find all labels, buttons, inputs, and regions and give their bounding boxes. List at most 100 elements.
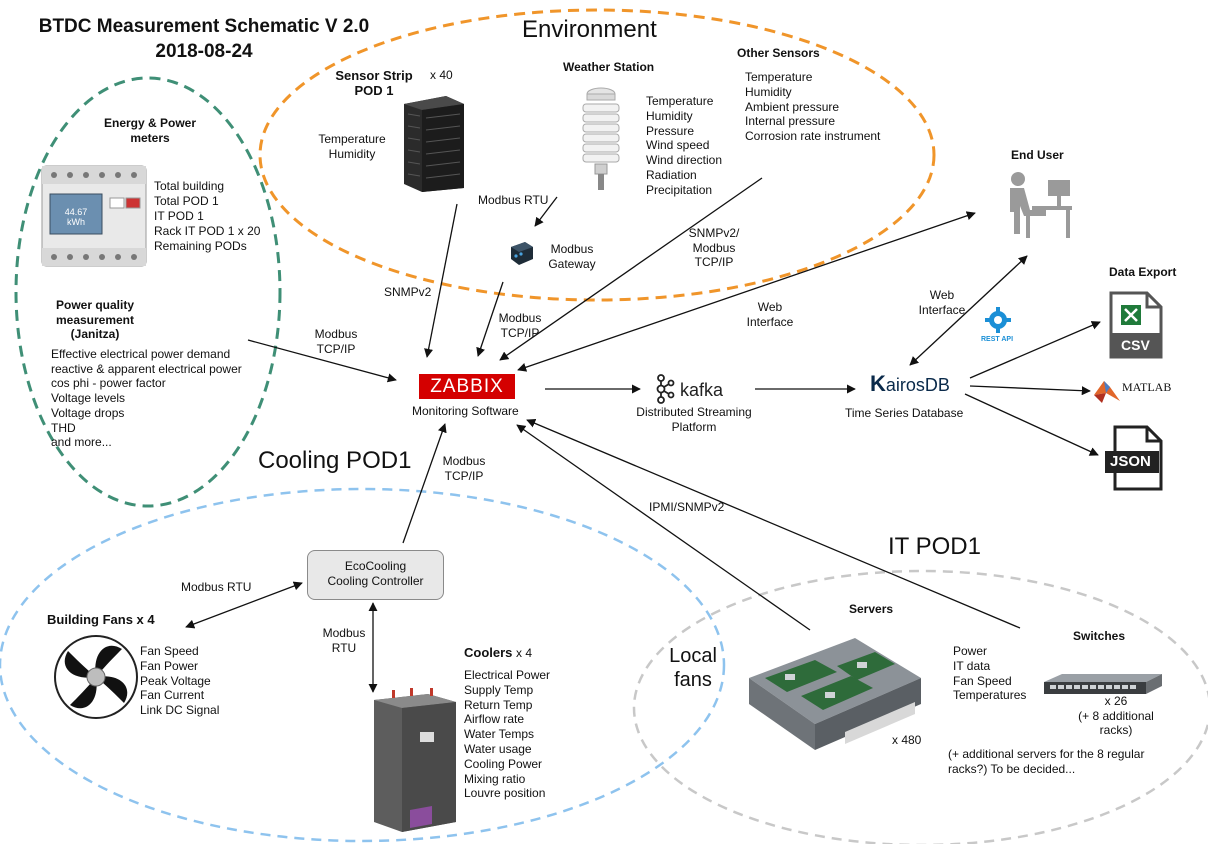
local-fans-line-1: Local [669,645,717,667]
edge-label-line: TCP/IP [316,341,356,356]
energy-meter-image [40,164,148,268]
ecocooling-label-line-1: EcoCooling [344,559,407,573]
edge-label-line: Modbus [692,240,736,255]
weather-item: Wind direction [646,153,723,168]
fan-icon [52,633,140,721]
cooler-item: Water Temps [464,727,535,742]
sensor-strip-title: Sensor Strip POD 1 [322,68,426,98]
server-rack-icon [398,92,468,192]
edge-gateway-zabbix [476,281,504,357]
pq-item: cos phi - power factor [51,376,166,391]
matlab-logo-icon [1092,377,1122,405]
edge-label-line: Modbus [322,626,366,640]
json-file-icon [1103,425,1163,491]
weather-item: Precipitation [646,182,713,197]
weather-items: Temperature Humidity Pressure Wind speed… [646,94,722,198]
rest-api-gear-icon [984,306,1012,334]
server-item: Fan Speed [953,673,1012,688]
fan-item: Link DC Signal [140,703,220,718]
energy-meters-title: Energy & Power meters [90,116,210,145]
edge-label-line: TCP/IP [694,255,734,269]
zabbix-logo: ZABBIX [419,374,515,399]
rest-api-label: REST API [981,336,1014,343]
weather-item: Wind speed [646,138,710,153]
kairosdb-logo-rest: airosDB [885,375,950,395]
switches-count-line-2: (+ 8 additional [1078,708,1154,723]
csv-label: CSV [1121,337,1150,353]
kairosdb-logo-k: K [870,371,886,396]
switches-count-line-3: racks) [1099,723,1133,737]
fan-item: Fan Speed [140,644,199,658]
kafka-logo-text: kafka [680,380,724,400]
energy-item: Total building [154,179,225,193]
other-sensor-item: Humidity [745,84,792,99]
weather-item: Radiation [646,167,697,182]
ecocooling-controller: EcoCooling Cooling Controller [307,550,444,600]
edge-label-line: SNMPv2/ [688,226,740,240]
kafka-label: Distributed Streaming Platform [627,405,761,434]
edge-label-modbus-rtu-coolers: Modbus RTU [316,626,372,655]
energy-item: IT POD 1 [154,209,204,223]
zabbix-label: Monitoring Software [412,404,519,418]
edge-kairos-matlab [969,385,1091,396]
cooler-item: Supply Temp [464,682,534,697]
energy-item: Remaining PODs [154,239,247,253]
pq-item: reactive & apparent electrical power [51,361,242,376]
cooler-item: Electrical Power [464,668,551,682]
edge-cooling-zabbix [402,423,447,544]
power-quality-title: Power quality measurement (Janitza) [40,298,150,342]
servers-note: (+ additional servers for the 8 regular … [948,747,1144,777]
meter-reading: 44.67 kWh [54,207,98,227]
weather-station-icon [575,84,627,192]
edge-label-ipmi: IPMI/SNMPv2 [649,500,725,514]
cooler-item: Cooling Power [464,756,543,771]
kafka-label-line-2: Platform [671,419,717,434]
fan-item: Peak Voltage [140,673,211,688]
edge-switches-zabbix [526,418,1021,629]
environment-group-ellipse [258,8,936,302]
edge-label-snmpv2-modbus: SNMPv2/ Modbus TCP/IP [684,226,744,270]
switches-count-line-1: x 26 [1104,694,1128,708]
pq-item: Effective electrical power demand [51,347,231,361]
coolers-count: x 4 [516,646,533,660]
gateway-label-line-1: Modbus [550,242,594,256]
kairosdb-label: Time Series Database [845,406,964,420]
edge-label-line: Web [757,300,783,314]
it-group-ellipse [632,569,1208,844]
edge-label-line: RTU [331,640,357,655]
edge-label-line: Web [929,288,955,302]
power-quality-items: Effective electrical power demand reacti… [51,347,242,450]
edge-energy [247,339,397,383]
edge-kairos-enduser [909,255,1028,366]
pq-item: Voltage levels [51,391,126,406]
cooler-item: Louvre position [464,786,546,801]
edge-label-line: TCP/IP [500,325,540,340]
ecocooling-label-line-2: Cooling Controller [327,573,424,588]
coolers-title-text: Coolers [464,645,513,660]
energy-items: Total building Total POD 1 IT POD 1 Rack… [154,179,260,254]
environment-label: Environment [522,16,657,43]
network-switch-image [1042,672,1164,698]
energy-title-line-2: meters [130,130,170,145]
pq-title-line-3: (Janitza) [70,327,120,341]
edge-label-line: Interface [918,302,966,317]
energy-group-ellipse [14,76,282,508]
other-sensors-items: Temperature Humidity Ambient pressure In… [745,70,890,144]
edge-label-modbus-rtu-weather: Modbus RTU [478,193,549,207]
edge-label-web-interface-zabbix: Web Interface [740,300,800,329]
servers-note-line-1: (+ additional servers for the 8 regular [948,747,1145,761]
edge-label-line: Modbus [314,327,358,341]
servers-items: Power IT data Fan Speed Temperatures [953,644,1026,703]
edge-kairos-csv [969,321,1101,379]
matlab-label: MATLAB [1122,380,1172,394]
energy-item: Total POD 1 [154,194,219,208]
building-fans-items: Fan Speed Fan Power Peak Voltage Fan Cur… [140,644,230,718]
energy-item: Rack IT POD 1 x 20 [154,224,261,238]
edge-label-line: Modbus [442,454,486,468]
edge-label-snmpv2: SNMPv2 [384,285,432,299]
pq-item: THD [51,420,76,435]
edge-label-modbus-tcp-energy: Modbus TCP/IP [308,327,364,356]
cooling-group-ellipse [0,487,726,843]
sensor-strip-item: Humidity [328,146,376,161]
